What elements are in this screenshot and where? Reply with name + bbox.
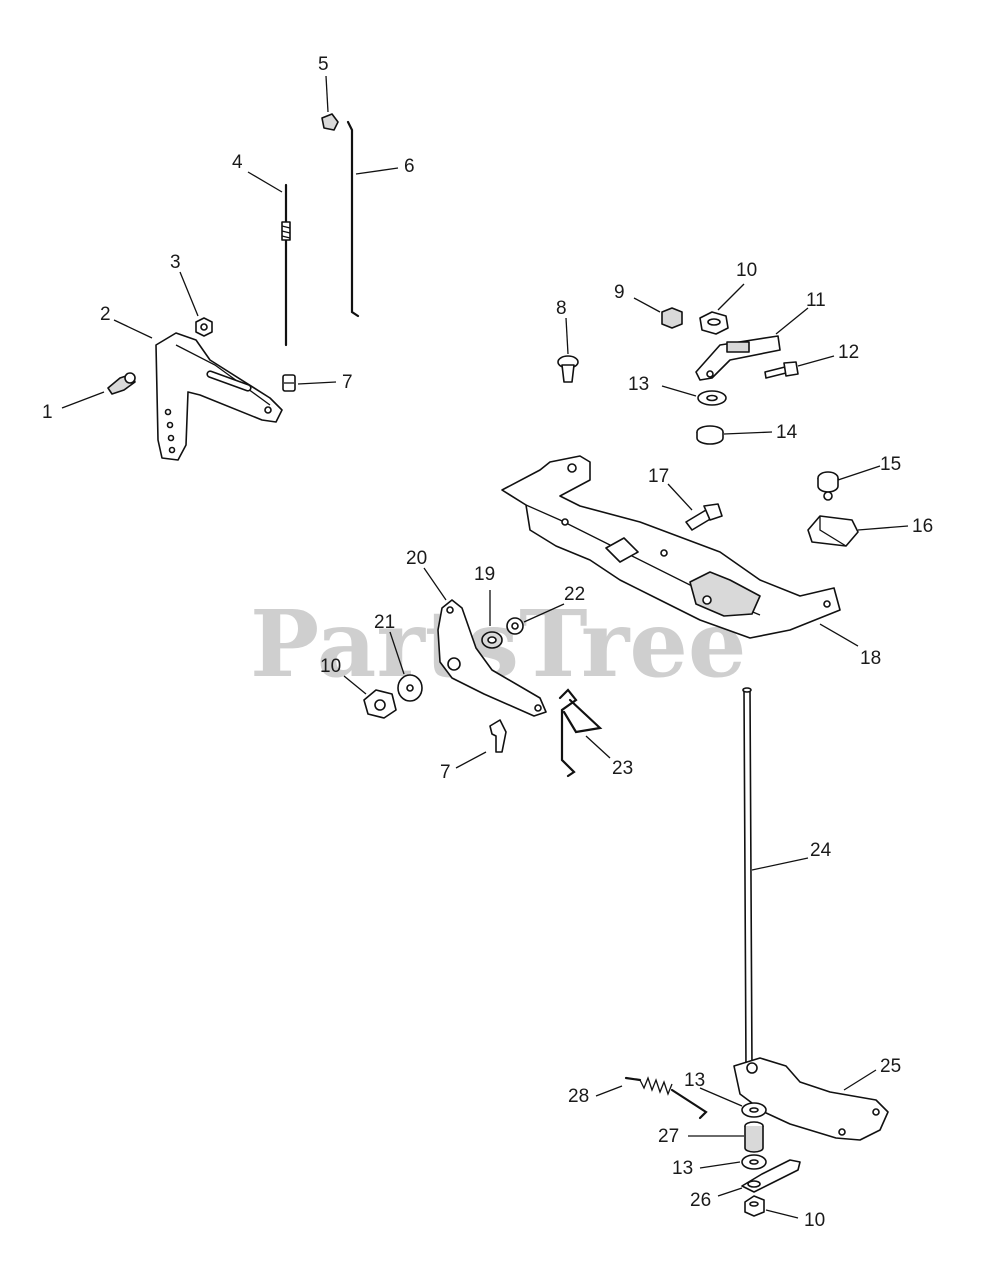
callout-27[interactable]: 27	[658, 1126, 679, 1147]
part-7-fitting-upper[interactable]	[282, 374, 296, 392]
part-10-nut-lower[interactable]	[744, 1195, 765, 1217]
callout-12[interactable]: 12	[838, 342, 859, 363]
callout-21[interactable]: 21	[374, 612, 395, 633]
callout-10-lower[interactable]: 10	[804, 1210, 825, 1231]
part-17-bolt[interactable]	[685, 503, 723, 531]
part-13-washer-middle[interactable]	[741, 1102, 767, 1118]
callout-13-lower[interactable]: 13	[672, 1158, 693, 1179]
part-13-washer-upper[interactable]	[697, 390, 727, 406]
callout-7-upper[interactable]: 7	[342, 372, 353, 393]
callout-4[interactable]: 4	[232, 152, 243, 173]
part-19-nut[interactable]	[481, 631, 503, 649]
part-25-plate[interactable]	[733, 1057, 889, 1141]
part-8-screw[interactable]	[557, 355, 579, 383]
callout-15[interactable]: 15	[880, 454, 901, 475]
callout-10-upper[interactable]: 10	[736, 260, 757, 281]
callout-11[interactable]: 11	[806, 290, 826, 311]
part-12-bolt[interactable]	[764, 361, 799, 379]
part-20-lever-plate[interactable]	[437, 599, 547, 717]
leader-lines	[61, 75, 909, 1219]
part-27-bushing[interactable]	[744, 1121, 764, 1153]
callout-5[interactable]: 5	[318, 54, 329, 75]
part-10-nut-upper[interactable]	[699, 311, 729, 335]
callout-10-middle[interactable]: 10	[320, 656, 341, 677]
part-28-spring[interactable]	[624, 1076, 708, 1120]
part-13-washer-lower[interactable]	[741, 1154, 767, 1170]
part-6-rod[interactable]	[346, 120, 360, 318]
callout-16[interactable]: 16	[912, 516, 933, 537]
callout-7-lower[interactable]: 7	[440, 762, 451, 783]
part-21-washer[interactable]	[397, 674, 423, 702]
part-4-spring-rod[interactable]	[281, 183, 291, 347]
callout-9[interactable]: 9	[614, 282, 625, 303]
part-24-rod[interactable]	[742, 687, 753, 1071]
callout-3[interactable]: 3	[170, 252, 181, 273]
callout-18[interactable]: 18	[860, 648, 881, 669]
part-14-bushing[interactable]	[696, 425, 724, 445]
callout-6[interactable]: 6	[404, 156, 415, 177]
callout-13-upper[interactable]: 13	[628, 374, 649, 395]
callout-28[interactable]: 28	[568, 1086, 589, 1107]
part-1-screw[interactable]	[107, 372, 136, 395]
part-26-clip[interactable]	[741, 1159, 801, 1193]
callout-25[interactable]: 25	[880, 1056, 901, 1077]
part-16-clip-bracket[interactable]	[807, 515, 859, 547]
part-15-screw[interactable]	[817, 471, 839, 501]
part-7-fitting-lower[interactable]	[489, 719, 507, 753]
part-10-nut-middle[interactable]	[363, 689, 397, 719]
part-18-control-plate[interactable]	[501, 455, 841, 639]
callout-24[interactable]: 24	[810, 840, 832, 861]
part-22-washer[interactable]	[506, 617, 524, 635]
callout-20[interactable]: 20	[406, 548, 427, 569]
callout-19[interactable]: 19	[474, 564, 495, 585]
callout-22[interactable]: 22	[564, 584, 585, 605]
part-9-nut[interactable]	[661, 307, 683, 329]
callout-2[interactable]: 2	[100, 304, 111, 325]
callout-14[interactable]: 14	[776, 422, 798, 443]
part-2-control-lever[interactable]	[155, 332, 283, 461]
part-11-bracket[interactable]	[695, 335, 781, 381]
part-23-link[interactable]	[558, 688, 603, 778]
callout-23[interactable]: 23	[612, 758, 633, 779]
callout-13-middle[interactable]: 13	[684, 1070, 705, 1091]
callout-17[interactable]: 17	[648, 466, 669, 487]
callout-labels: 1 2 3 4 5 6 7 7 8 9 10 10 10 11 12 13 13…	[42, 54, 933, 1231]
callout-26[interactable]: 26	[690, 1190, 711, 1211]
callout-8[interactable]: 8	[556, 298, 567, 319]
callout-1[interactable]: 1	[42, 402, 53, 423]
part-5-clip[interactable]	[321, 113, 339, 131]
part-3-nut[interactable]	[195, 317, 213, 337]
